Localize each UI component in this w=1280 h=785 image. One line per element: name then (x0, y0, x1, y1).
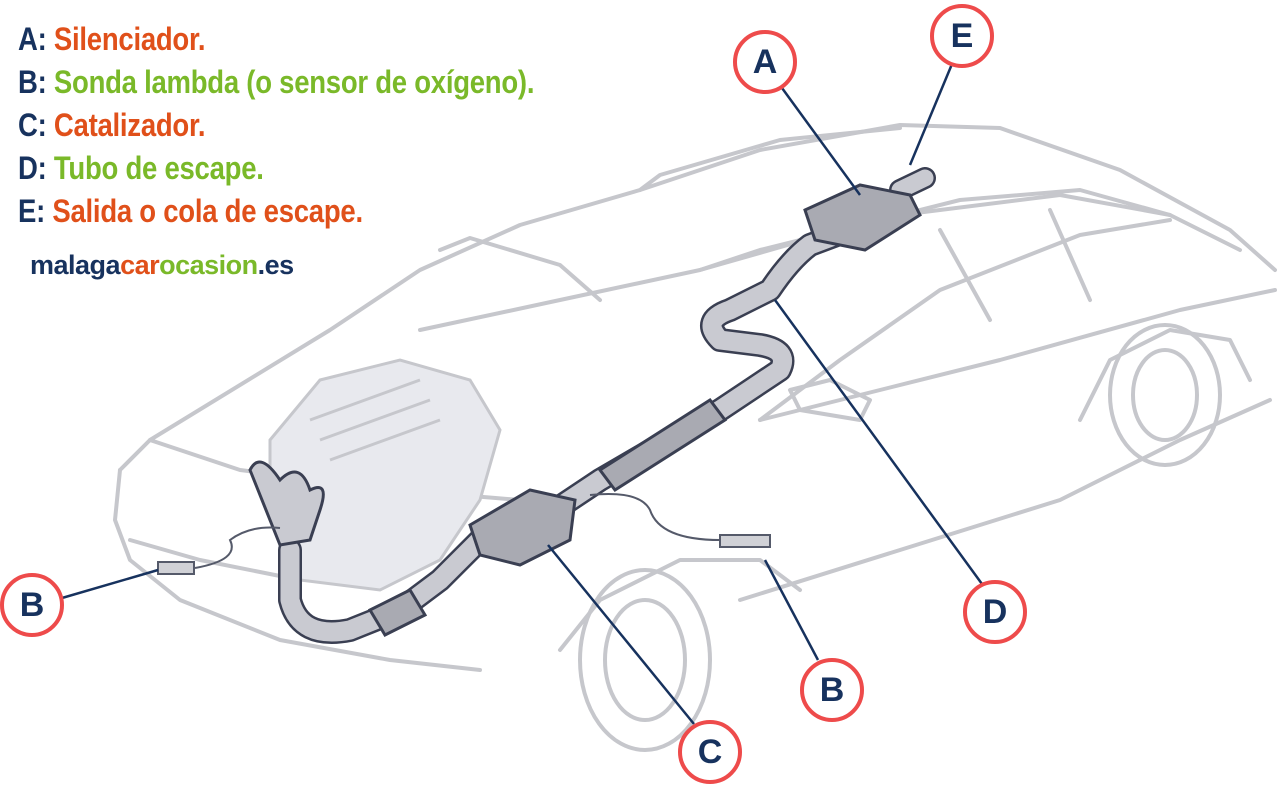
muffler (803, 183, 922, 252)
legend-key: D: (18, 150, 47, 186)
brand-logo: malagacarocasion.es (30, 250, 294, 281)
legend-key: A: (18, 21, 47, 57)
resonator (597, 397, 728, 493)
logo-part: .es (257, 250, 295, 280)
exhaust-components (248, 183, 922, 637)
manifold (248, 460, 325, 547)
car-outline (113, 123, 1277, 752)
logo-part: ocasion (159, 250, 258, 280)
legend-item-a: A: Silenciador. (18, 18, 534, 61)
legend-text: Tubo de escape. (53, 150, 264, 186)
legend-item-d: D: Tubo de escape. (18, 147, 534, 190)
legend-key: E: (18, 193, 46, 229)
engine (268, 358, 502, 592)
callout-d: D (963, 580, 1027, 644)
flex-pipe (367, 588, 428, 637)
legend-item-c: C: Catalizador. (18, 104, 534, 147)
legend-text: Silenciador. (53, 21, 206, 57)
exhaust-pipe (278, 167, 936, 644)
legend-text: Catalizador. (53, 107, 206, 143)
catalytic-converter (468, 488, 577, 567)
legend-text: Sonda lambda (o sensor de oxígeno). (53, 64, 535, 100)
callout-a: A (733, 30, 797, 94)
legend-item-b: B: Sonda lambda (o sensor de oxígeno). (18, 61, 534, 104)
legend-key: C: (18, 107, 47, 143)
callout-e: E (930, 4, 994, 68)
callout-c: C (678, 720, 742, 784)
leader-lines (61, 63, 984, 725)
legend-key: B: (18, 64, 47, 100)
callout-b-left: B (0, 573, 64, 637)
legend-text: Salida o cola de escape. (52, 193, 363, 229)
legend: A: Silenciador. B: Sonda lambda (o senso… (18, 18, 618, 233)
oxygen-sensors (157, 493, 771, 575)
legend-item-e: E: Salida o cola de escape. (18, 190, 534, 233)
callout-b-right: B (800, 658, 864, 722)
logo-part: malaga (30, 250, 121, 280)
logo-part: car (120, 250, 160, 280)
